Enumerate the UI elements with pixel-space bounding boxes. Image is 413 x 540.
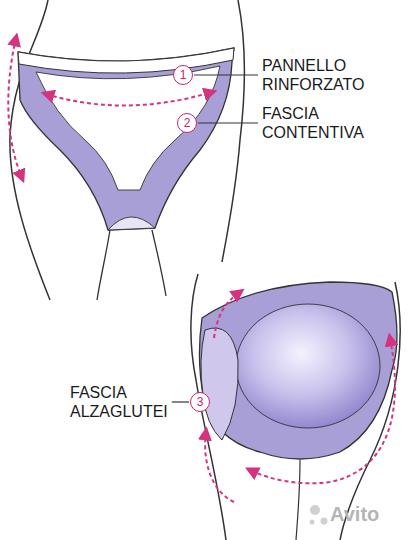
briefs-back [199, 282, 397, 459]
buttock-panel [236, 304, 380, 428]
watermark-dot [321, 518, 328, 525]
leg-outline [97, 230, 110, 300]
callout-number: 2 [184, 117, 191, 129]
leg-outline [296, 460, 300, 540]
stretch-arrow [8, 38, 22, 178]
callout-circle: 2 [177, 113, 197, 133]
callout-circle: 3 [190, 392, 210, 412]
lifting-band [201, 328, 238, 440]
stretch-arrow [205, 432, 234, 502]
leader-line [172, 401, 189, 402]
watermark-dot [310, 505, 320, 515]
gusset [108, 217, 155, 230]
leader-line [198, 122, 258, 123]
waistband [18, 48, 234, 73]
leader-line [194, 74, 258, 75]
reinforced-panel [36, 66, 220, 190]
stretch-arrow [250, 338, 395, 483]
callout-number: 1 [180, 69, 187, 81]
watermark: Avito [330, 502, 379, 526]
leg-outline [152, 230, 166, 296]
callout-circle: 1 [173, 65, 193, 85]
part-name: FASCIA CONTENTIVA [262, 104, 364, 142]
watermark-dot [310, 520, 315, 525]
stretch-arrow [214, 292, 240, 338]
body-outline [10, 0, 50, 300]
stretch-arrow [46, 92, 212, 106]
body-outline [222, 0, 244, 262]
callout-number: 3 [197, 396, 204, 408]
part-name: FASCIA ALZAGLUTEI [70, 383, 168, 421]
part-name: PANNELLO RINFORZATO [262, 56, 365, 94]
